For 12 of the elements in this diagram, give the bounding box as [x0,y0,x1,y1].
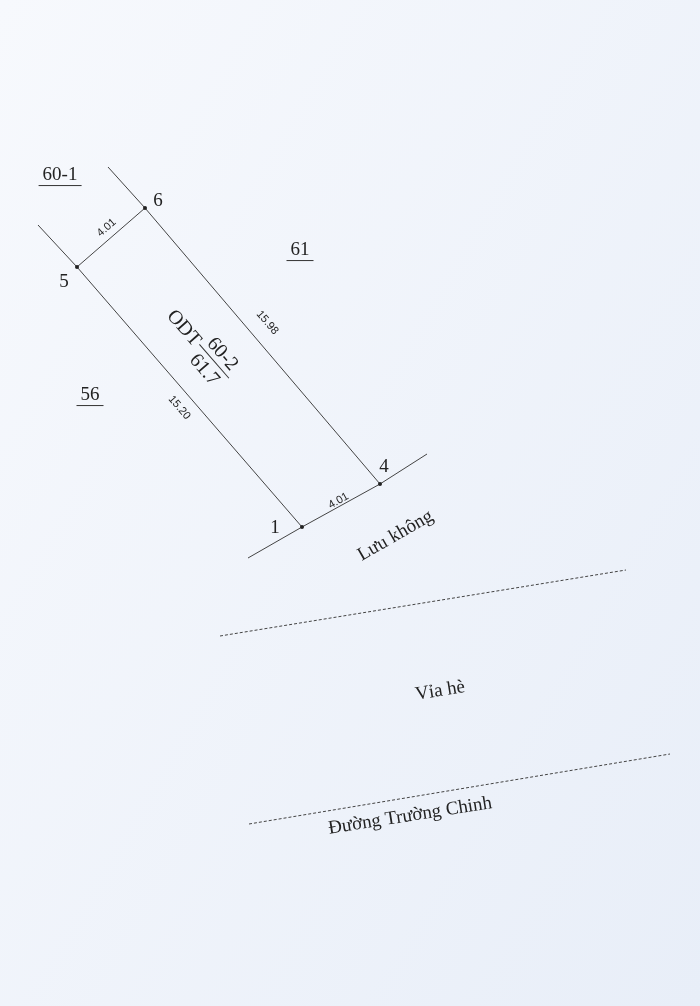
dimension-label: 4.01 [94,215,118,239]
corner-number: 1 [270,516,280,538]
area-label: Lưu không [353,504,437,566]
street-name: Đường Trường Chinh [326,791,494,839]
area-label: Vỉa hè [413,675,467,705]
corner-number: 4 [379,455,389,477]
corner-number: 5 [59,270,69,292]
dimension-label: 4.01 [325,489,351,511]
neighbour-parcel-number: 61 [286,239,314,261]
neighbour-parcel-number: 60-1 [38,164,82,186]
neighbour-parcel-number: 56 [76,384,104,406]
corner-number: 6 [153,189,163,211]
